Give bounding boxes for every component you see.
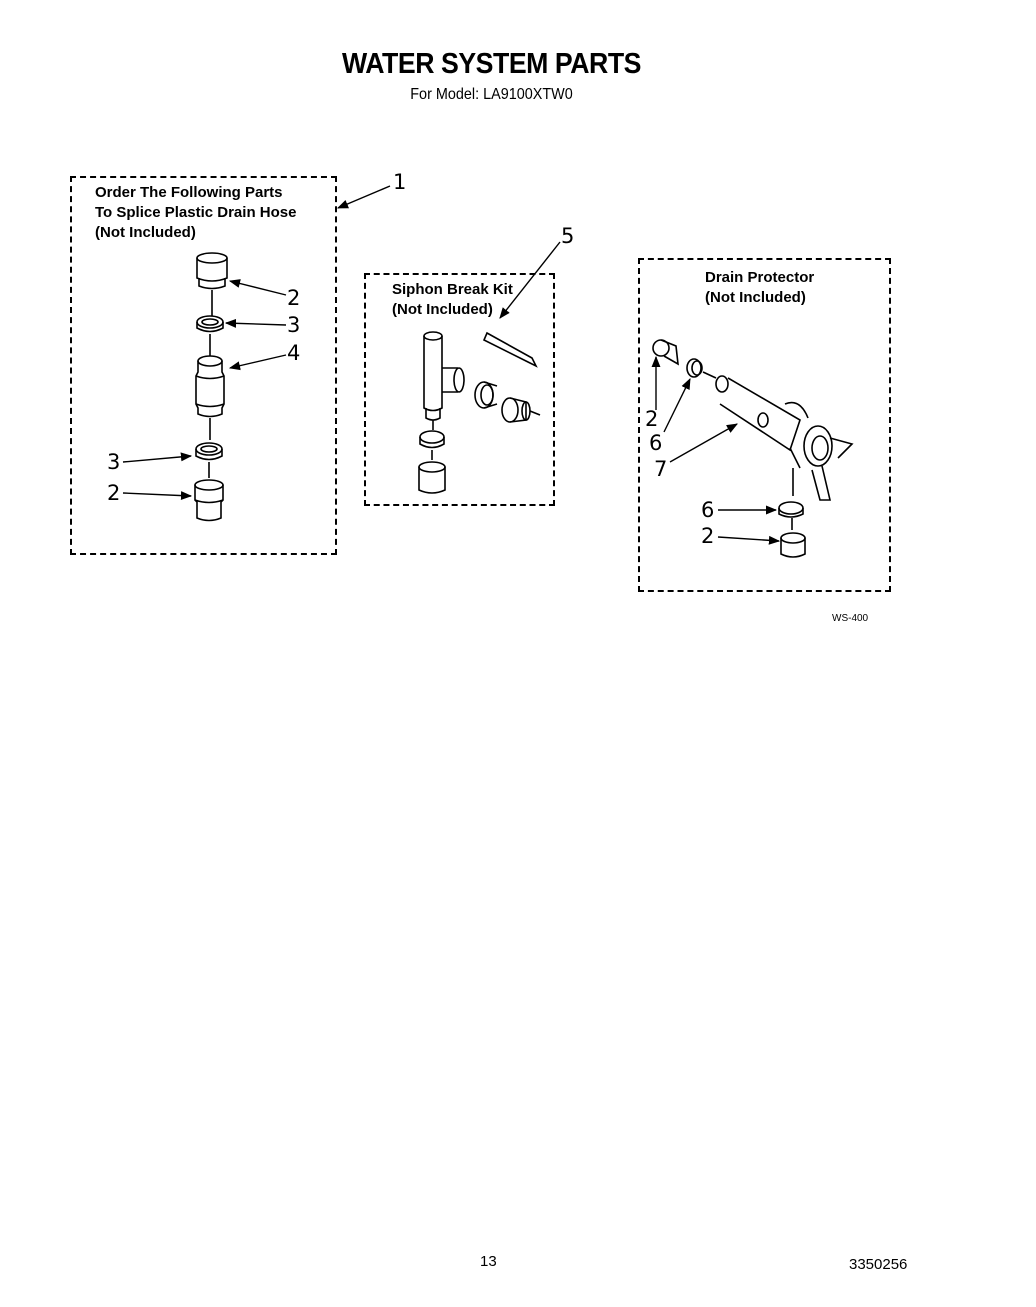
splice-kit-label-line3: (Not Included) <box>95 224 196 241</box>
callout-5: 5 <box>561 224 575 248</box>
siphon-tie-strap-icon <box>482 331 538 368</box>
callout-2d: 2 <box>701 524 715 548</box>
leader-7 <box>669 423 738 463</box>
drain-protector-label: Drain Protector (Not Included) <box>705 268 814 308</box>
callout-6a: 6 <box>649 431 663 455</box>
drain-clamp-bottom-icon <box>778 501 804 530</box>
drain-protector-body-icon <box>715 375 854 501</box>
splice-connector-bottom-icon <box>194 479 224 522</box>
leader-2d <box>717 535 781 545</box>
splice-kit-label-line1: Order The Following Parts <box>95 184 283 201</box>
leader-4 <box>228 354 287 371</box>
siphon-break-kit-box <box>364 273 555 506</box>
page-number: 13 <box>480 1253 497 1270</box>
splice-kit-box <box>70 176 337 555</box>
drain-connector-top-icon <box>652 339 679 366</box>
splice-coupler-icon <box>195 355 225 440</box>
document-number: 3350256 <box>849 1256 908 1273</box>
leader-6a <box>663 377 691 433</box>
callout-3b: 3 <box>107 450 121 474</box>
callout-3a: 3 <box>287 313 301 337</box>
siphon-clamp-side-icon <box>474 381 498 409</box>
callout-1: 1 <box>393 170 407 194</box>
callout-2a: 2 <box>287 286 301 310</box>
siphon-clamp-bottom-icon <box>419 430 445 460</box>
splice-kit-label-line2: To Splice Plastic Drain Hose <box>95 204 297 221</box>
leader-5 <box>499 241 561 319</box>
drain-label-line1: Drain Protector <box>705 269 815 286</box>
callout-2c: 2 <box>645 407 659 431</box>
callout-6b: 6 <box>701 498 715 522</box>
page-title: WATER SYSTEM PARTS <box>341 48 642 80</box>
leader-1 <box>336 185 391 209</box>
drain-connector-bottom-icon <box>780 532 806 558</box>
callout-4: 4 <box>287 341 301 365</box>
leader-3b <box>122 452 193 463</box>
splice-kit-label: Order The Following Parts To Splice Plas… <box>95 183 296 243</box>
siphon-connector-bottom-icon <box>418 461 446 494</box>
drain-protector-box <box>638 258 891 592</box>
callout-2b: 2 <box>107 481 121 505</box>
leader-2b <box>122 491 193 501</box>
leader-2a <box>228 279 287 296</box>
splice-connector-top-icon <box>196 252 228 316</box>
figure-code: WS-400 <box>832 613 869 624</box>
drain-clamp-top-icon <box>686 358 717 379</box>
siphon-label-line1: Siphon Break Kit <box>392 281 513 298</box>
siphon-label-line2: (Not Included) <box>392 301 493 318</box>
siphon-connector-side-icon <box>501 397 541 423</box>
model-subtitle: For Model: LA9100XTW0 <box>410 86 573 103</box>
callout-7: 7 <box>654 457 668 481</box>
siphon-tee-icon <box>423 331 465 430</box>
drain-label-line2: (Not Included) <box>705 289 806 306</box>
splice-clamp-top-icon <box>196 315 224 356</box>
leader-3a <box>224 318 287 328</box>
splice-clamp-bottom-icon <box>195 442 223 478</box>
siphon-break-kit-label: Siphon Break Kit (Not Included) <box>392 280 513 320</box>
